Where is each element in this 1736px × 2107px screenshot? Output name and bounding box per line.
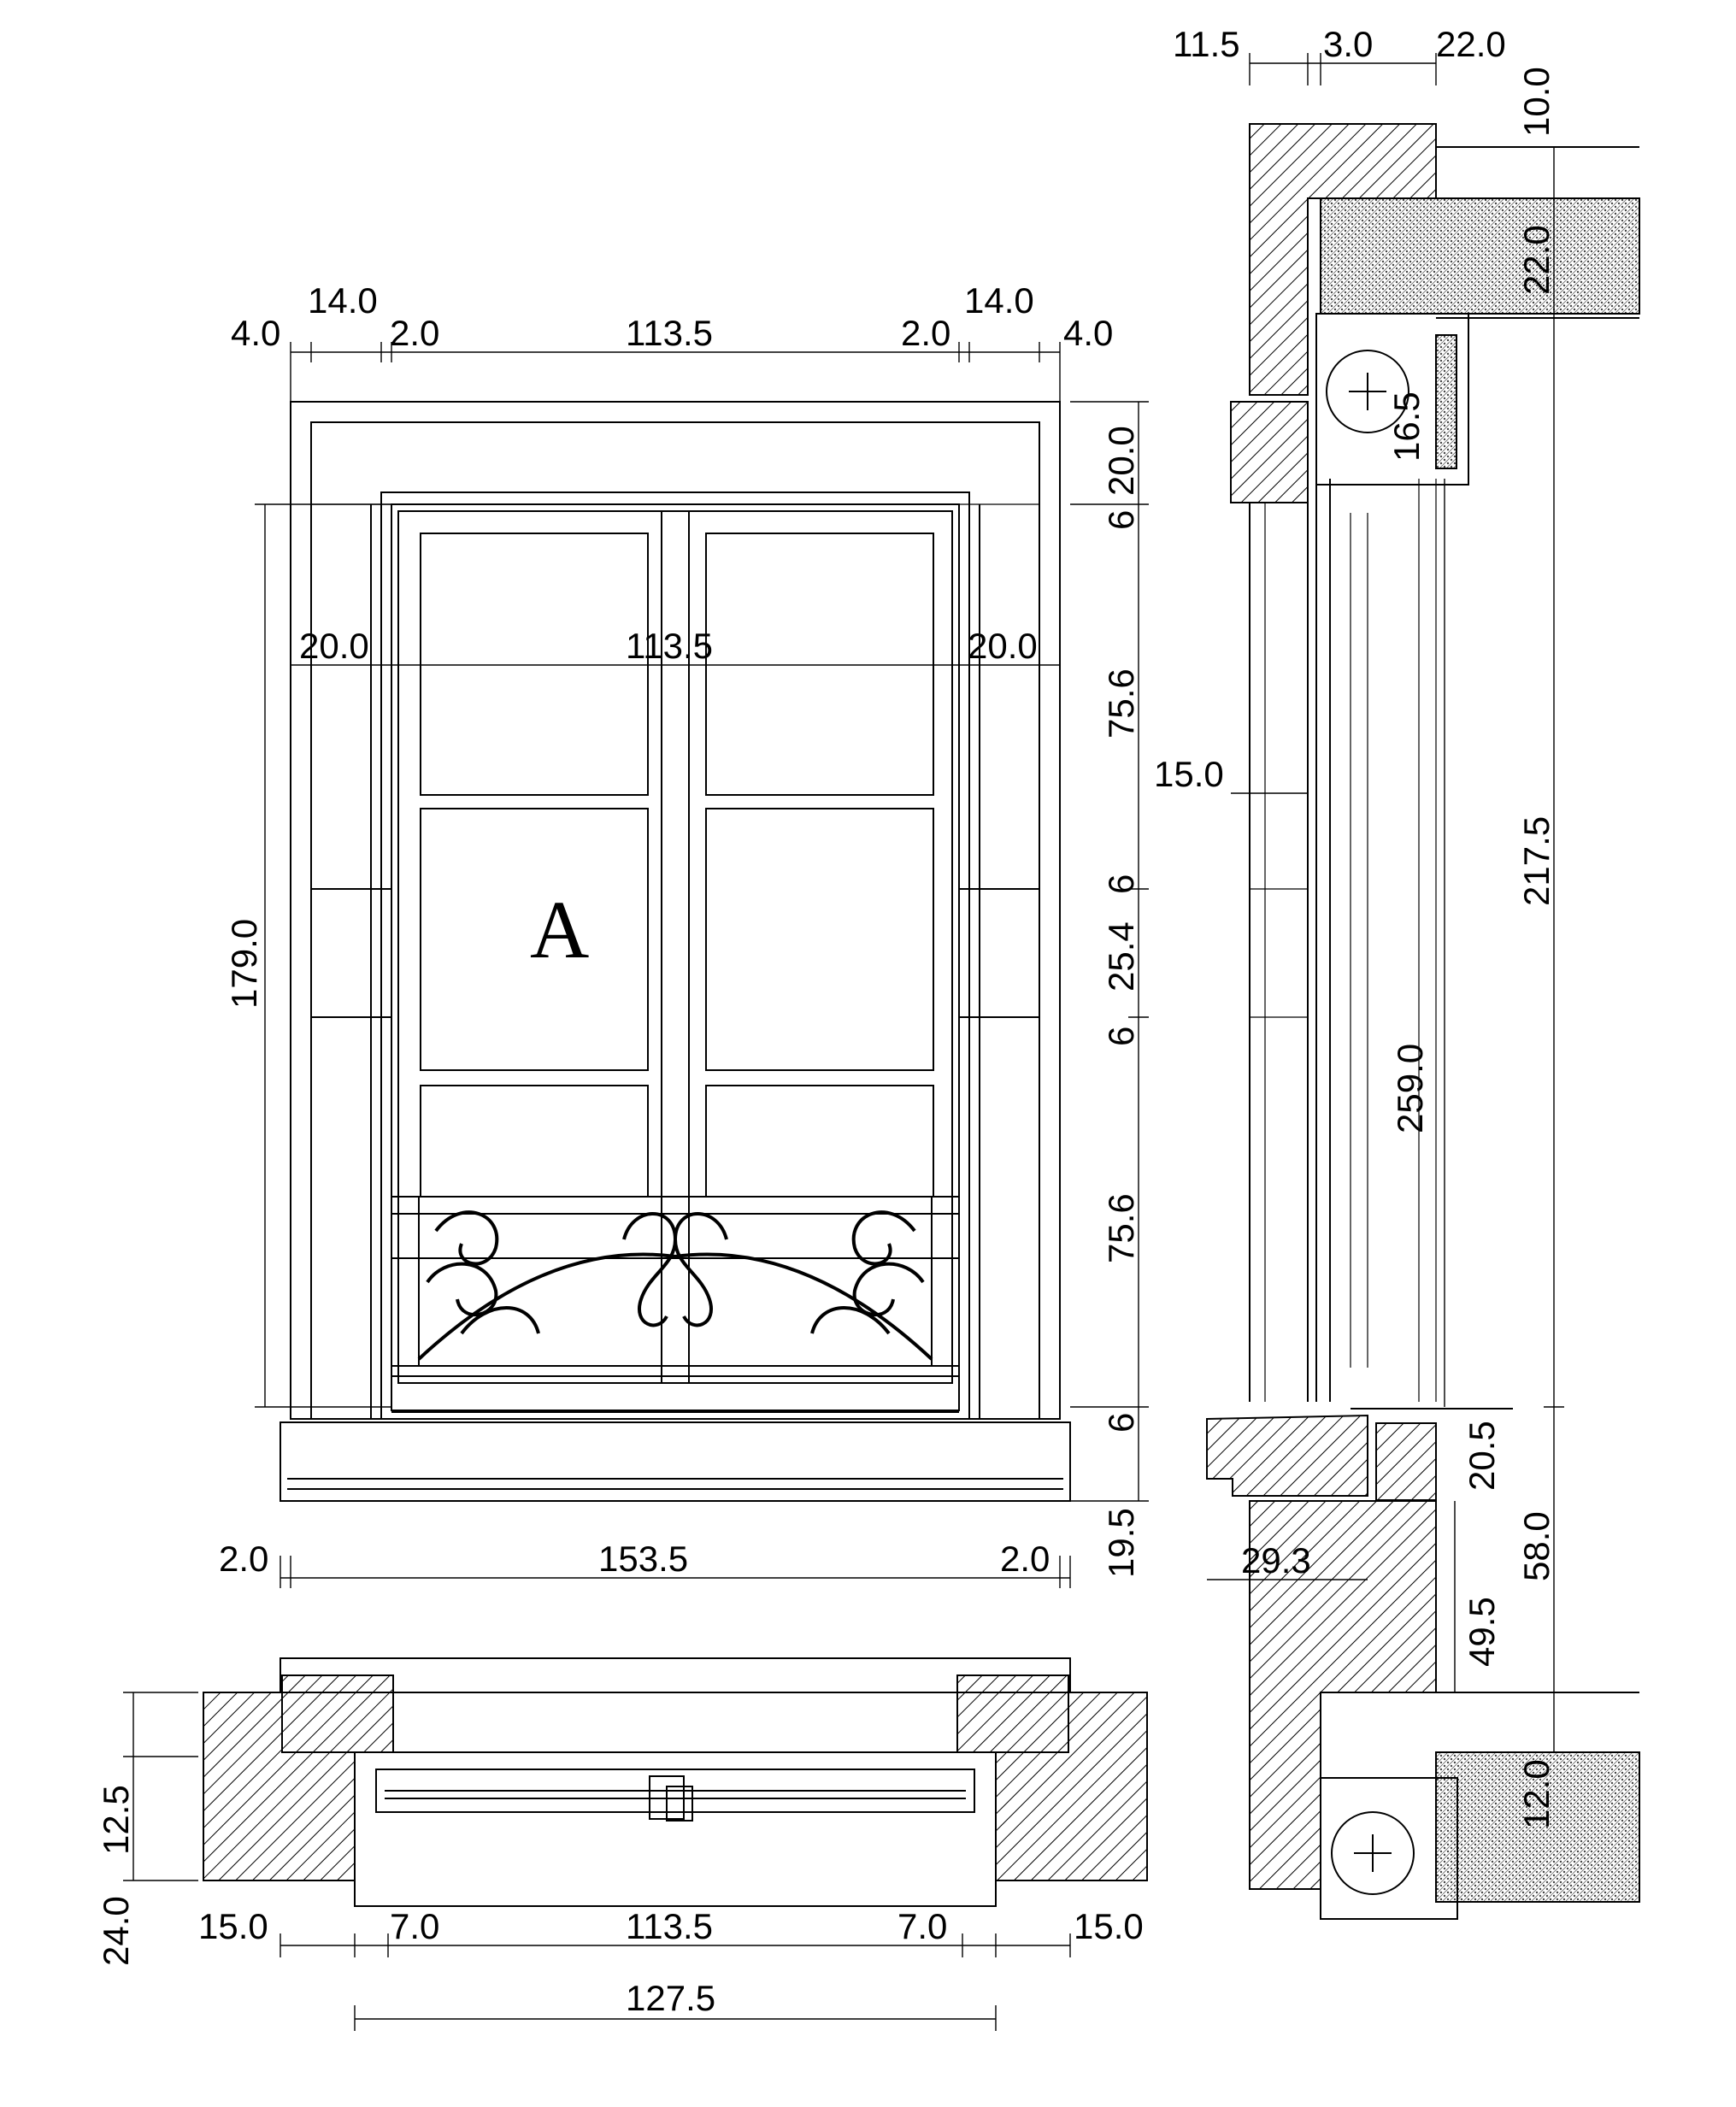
section-dim-4: 217.5 — [1516, 816, 1557, 906]
window-frame — [380, 491, 970, 1420]
dim-top-2: 2.0 — [390, 313, 439, 353]
window-label: A — [530, 884, 589, 975]
section-dim-0: 10.0 — [1516, 67, 1557, 137]
window-sill — [280, 1421, 1071, 1502]
section-dim-10: 12.0 — [1516, 1759, 1557, 1829]
dim-right-1: 6 — [1101, 510, 1141, 530]
dim-right-0: 20.0 — [1101, 426, 1141, 496]
section-dim-1: 22.0 — [1516, 225, 1557, 295]
dim-right-7: 6 — [1101, 1413, 1141, 1433]
plan-dim-bottom-3: 7.0 — [897, 1906, 947, 1946]
dim-right-5: 6 — [1101, 1027, 1141, 1046]
plan-dim-left-1: 24.0 — [96, 1896, 136, 1966]
dim-inner-2: 20.0 — [968, 626, 1038, 666]
window-plan: 12.5 24.0 15.0 7.0 113.5 7.0 15.0 127.5 — [96, 1657, 1148, 2031]
dim-bottom-1: 153.5 — [598, 1539, 688, 1579]
section-dim-5: 259.0 — [1390, 1044, 1430, 1133]
plan-dim-bottom-0: 15.0 — [198, 1906, 268, 1946]
dim-top-0: 4.0 — [231, 313, 280, 353]
wall-section: 11.5 3.0 22.0 10.0 22.0 16.5 15.0 217.5 … — [1154, 24, 1640, 1920]
outer-frame — [290, 401, 1061, 1420]
section-dim-6: 20.5 — [1462, 1421, 1502, 1491]
section-dim-top-0: 11.5 — [1173, 24, 1240, 64]
dim-right-2: 75.6 — [1101, 668, 1141, 739]
section-dim-2: 16.5 — [1386, 391, 1427, 462]
section-dim-top-2: 22.0 — [1436, 24, 1506, 64]
plan-dim-total: 127.5 — [626, 1978, 715, 2018]
roller-drum — [1326, 350, 1409, 433]
dim-right-6: 75.6 — [1101, 1193, 1141, 1263]
section-dim-3: 15.0 — [1154, 754, 1224, 794]
plan-dim-bottom-1: 7.0 — [390, 1906, 439, 1946]
plan-dim-bottom-2: 113.5 — [626, 1906, 713, 1946]
roller-drum-lower — [1331, 1811, 1415, 1895]
dim-height: 179.0 — [224, 919, 264, 1009]
decorative-railing — [391, 1196, 960, 1377]
section-dim-7: 58.0 — [1516, 1511, 1557, 1581]
section-dim-8: 29.3 — [1241, 1540, 1311, 1580]
dim-right-3: 6 — [1101, 874, 1141, 894]
dim-right-8: 19.5 — [1101, 1508, 1141, 1578]
dim-top-4: 2.0 — [901, 313, 950, 353]
dim-inner-0: 20.0 — [299, 626, 369, 666]
window-elevation: A 4.0 14.0 2.0 113.5 2.0 14.0 4.0 20.0 1… — [219, 280, 1149, 1588]
dim-top-1: 14.0 — [308, 280, 378, 321]
dim-bottom-0: 2.0 — [219, 1539, 268, 1579]
dim-inner-1: 113.5 — [626, 626, 713, 666]
dim-right-4: 25.4 — [1101, 921, 1141, 992]
plan-dim-left-0: 12.5 — [96, 1785, 136, 1855]
dim-bottom-2: 2.0 — [1000, 1539, 1050, 1579]
dim-top-5: 14.0 — [964, 280, 1034, 321]
section-dim-9: 49.5 — [1462, 1597, 1502, 1667]
section-dim-top-1: 3.0 — [1323, 24, 1373, 64]
plan-dim-bottom-4: 15.0 — [1074, 1906, 1144, 1946]
dim-top-3: 113.5 — [626, 313, 713, 353]
dim-top-6: 4.0 — [1063, 313, 1113, 353]
